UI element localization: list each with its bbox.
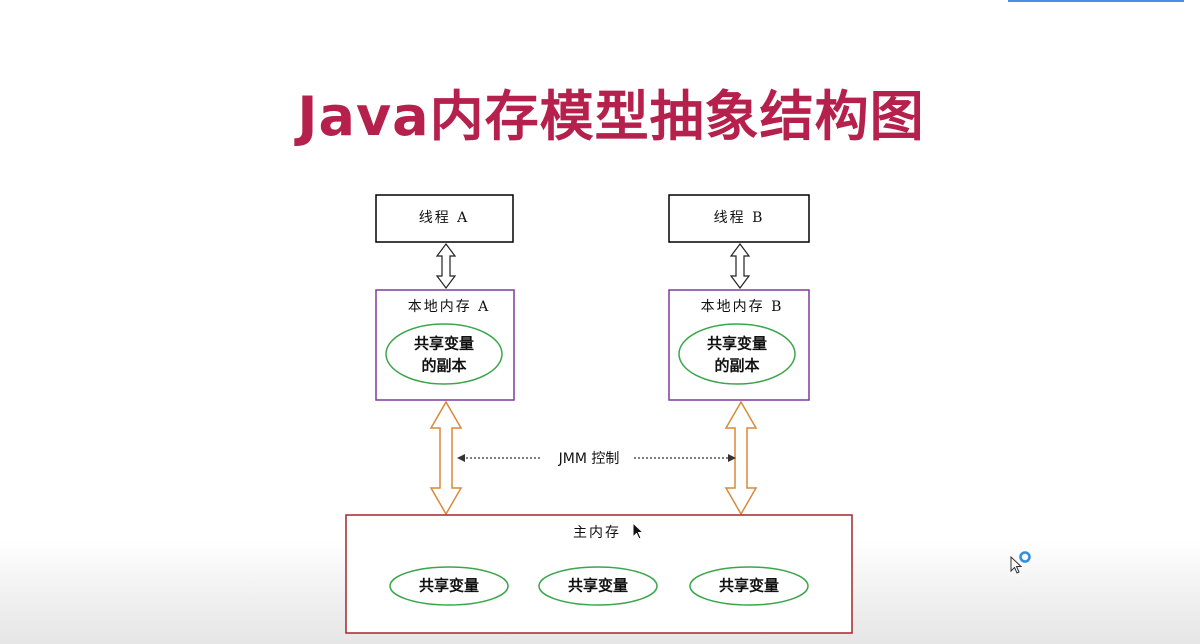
local-a-main-arrow xyxy=(429,400,463,516)
thread-a-local-arrow xyxy=(435,243,457,289)
shared-var-2-ellipse xyxy=(538,566,658,606)
thread-b-local-arrow xyxy=(729,243,751,289)
shared-copy-b-ellipse xyxy=(678,323,796,385)
local-b-main-arrow xyxy=(724,400,758,516)
shared-var-1-ellipse xyxy=(389,566,509,606)
main-memory: 主内存 共享变量 共享变量 共享变量 xyxy=(345,514,853,634)
shared-var-3: 共享变量 xyxy=(719,577,779,595)
busy-cursor-icon xyxy=(1010,551,1031,574)
shared-copy-a-line1: 共享变量 xyxy=(414,335,474,353)
local-memory-b: 本地内存 B 共享变量 的副本 xyxy=(668,289,810,401)
jmm-control-label: JMM 控制 xyxy=(558,451,620,467)
local-memory-a-label: 本地内存 A xyxy=(408,299,491,315)
shared-var-3-ellipse xyxy=(689,566,809,606)
shared-copy-a-ellipse xyxy=(385,323,503,385)
jmm-control: JMM 控制 xyxy=(457,451,736,467)
progress-bar xyxy=(1008,0,1184,2)
shared-copy-b-line1: 共享变量 xyxy=(707,335,767,353)
shared-var-2: 共享变量 xyxy=(568,577,628,595)
local-memory-a: 本地内存 A 共享变量 的副本 xyxy=(375,289,515,401)
thread-b: 线程 B xyxy=(668,194,810,243)
thread-b-label: 线程 B xyxy=(714,210,765,226)
thread-a: 线程 A xyxy=(375,194,514,243)
shared-var-1: 共享变量 xyxy=(419,577,479,595)
local-memory-b-label: 本地内存 B xyxy=(701,299,784,315)
slide-title: Java内存模型抽象结构图 xyxy=(297,85,925,148)
thread-a-label: 线程 A xyxy=(419,210,470,226)
shared-copy-a-line2: 的副本 xyxy=(421,357,466,375)
shared-copy-b-line2: 的副本 xyxy=(714,357,759,375)
main-memory-label: 主内存 xyxy=(573,525,621,541)
arrow-cursor-icon xyxy=(632,522,645,540)
